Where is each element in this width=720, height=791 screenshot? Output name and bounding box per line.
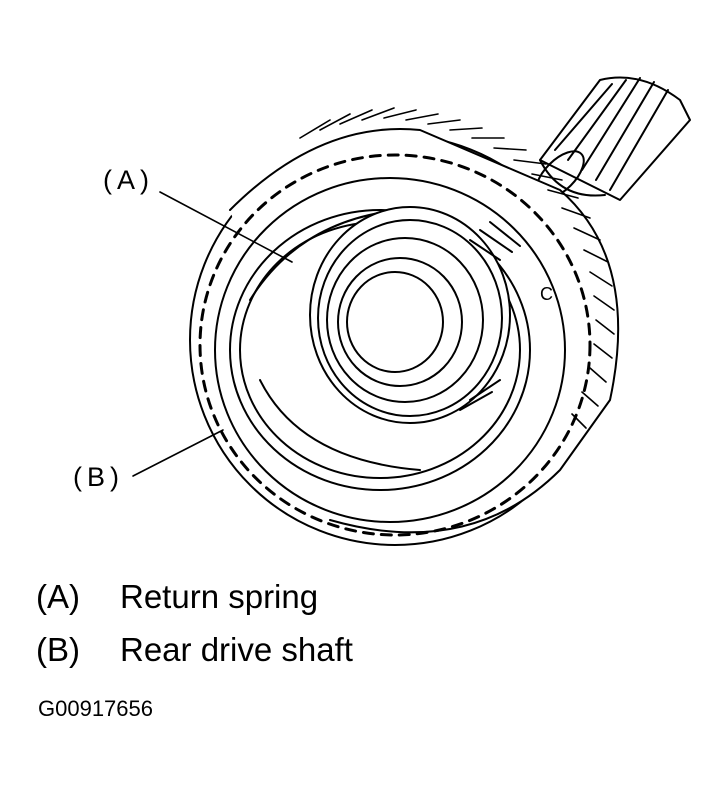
legend-key: (B)	[36, 631, 80, 668]
callout-b: (B)	[73, 462, 124, 492]
leader-line-b	[132, 429, 224, 477]
rear-drive-shaft-illustration: C	[132, 76, 691, 546]
part-mark: C	[540, 284, 553, 304]
legend-item: (A) Return spring	[36, 580, 318, 613]
drum-splines	[299, 107, 615, 429]
inner-hub	[309, 206, 521, 424]
legend-key: (A)	[36, 578, 80, 615]
figure-id: G00917656	[38, 696, 153, 721]
leader-line-a	[159, 191, 293, 263]
shaft	[535, 76, 691, 201]
legend-item: (B) Rear drive shaft	[36, 633, 353, 666]
callout-a: (A)	[103, 165, 154, 195]
legend-label: Return spring	[120, 578, 319, 615]
legend-label: Rear drive shaft	[120, 631, 353, 668]
